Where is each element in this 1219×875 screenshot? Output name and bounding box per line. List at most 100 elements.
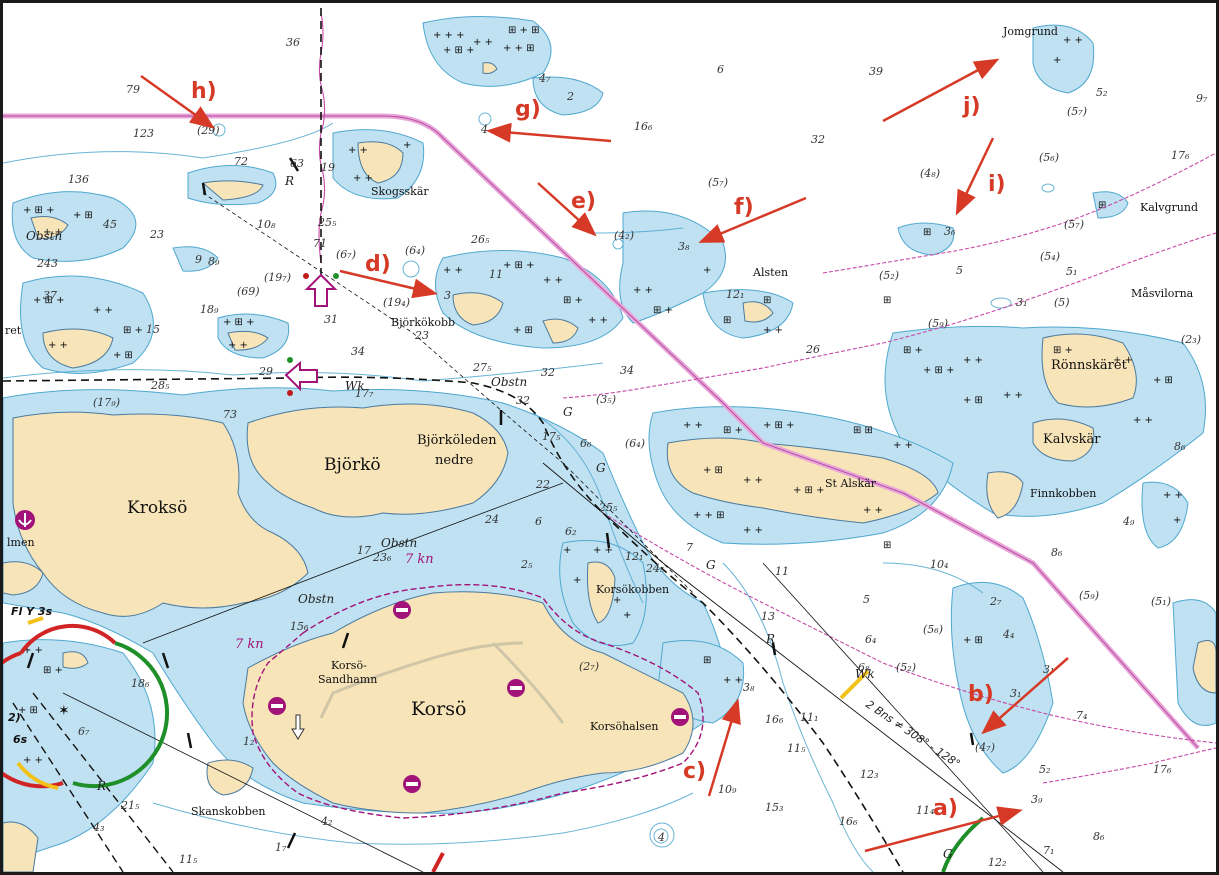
annotation-label-e: e) — [571, 189, 596, 214]
annotation-label-i: i) — [988, 172, 1006, 197]
depth-sounding: (5₆) — [1039, 151, 1059, 164]
buoy-g: G — [706, 558, 716, 572]
depth-sounding: (5₄) — [1040, 250, 1060, 263]
svg-text:+ ⊞ +: + ⊞ + — [763, 420, 795, 431]
contour-5 — [152, 792, 694, 845]
yellow-marker-1 — [839, 669, 870, 700]
depth-sounding: 7₁ — [1043, 844, 1054, 857]
svg-text:+ +: + + — [348, 145, 368, 156]
island-korso — [242, 591, 694, 814]
svg-text:+: + — [1173, 515, 1181, 526]
label-ret: ret — [5, 324, 22, 337]
svg-text:+ +: + + — [23, 755, 43, 766]
annotation-label-j: j) — [962, 94, 981, 119]
beacon-1 — [201, 182, 207, 196]
fairway-sw-2 — [32, 692, 174, 872]
wavy-ne-1 — [562, 232, 1216, 399]
beacon-9 — [286, 832, 297, 849]
svg-text:+ +: + + — [743, 475, 763, 486]
islet-nw-3 — [30, 216, 69, 239]
depth-sounding: 32 — [811, 133, 825, 146]
shallow-se-2 — [1141, 481, 1189, 549]
depth-sounding: 6₂ — [565, 525, 576, 538]
depth-sounding: 79 — [126, 83, 140, 96]
svg-text:⊞: ⊞ — [763, 295, 771, 306]
label-jomgrund: Jomgrund — [1002, 25, 1058, 38]
islet-nw-1 — [42, 328, 114, 369]
svg-text:+ ⊞: + ⊞ — [113, 350, 133, 361]
depth-sounding: (5₇) — [708, 176, 728, 189]
islet-nw-2 — [201, 180, 264, 201]
depth-sounding: 5₂ — [1096, 86, 1107, 99]
depth-sounding: 123 — [133, 127, 154, 140]
svg-text:⊞: ⊞ — [883, 540, 891, 551]
svg-text:+ +: + + — [633, 285, 653, 296]
svg-text:⊞ +: ⊞ + — [43, 665, 63, 676]
svg-text:+: + — [703, 265, 711, 276]
depth-sounding: (29) — [197, 124, 220, 137]
contour-1 — [3, 122, 334, 164]
annotation-label-c: c) — [683, 759, 706, 784]
depth-sounding: 5₁ — [1066, 265, 1077, 278]
depth-sounding: 1₂ — [243, 735, 254, 748]
depth-sounding: 136 — [68, 173, 89, 186]
svg-text:+ ⊞: + ⊞ — [18, 705, 38, 716]
depth-sounding: 10₈ — [257, 218, 276, 231]
korso-roads — [319, 641, 565, 724]
svg-text:+ +: + + — [48, 340, 68, 351]
shallow-i — [897, 222, 955, 256]
label-finnkobben: Finnkobben — [1030, 487, 1096, 500]
depth-sounding: 8₆ — [1093, 830, 1105, 843]
contour-ring-6 — [1041, 183, 1055, 193]
road-2 — [491, 641, 565, 724]
svg-text:+ +: + + — [473, 37, 493, 48]
label-alsten: Alsten — [752, 266, 788, 279]
buoy-g: G — [943, 847, 953, 861]
depth-sounding: 5 — [863, 593, 870, 606]
depth-sounding: 28₅ — [150, 379, 170, 392]
depth-sounding: 34 — [620, 364, 634, 377]
leading-line-2 — [542, 462, 1064, 872]
depth-sounding: 1₇ — [275, 841, 287, 854]
depth-sounding: 19 — [321, 161, 335, 174]
depth-sounding: 71 — [313, 237, 327, 250]
svg-text:+ +: + + — [863, 505, 883, 516]
annotation-arrow-b — [981, 657, 1069, 735]
label-skanskobben: Skanskobben — [191, 805, 265, 818]
contour-4 — [722, 562, 874, 872]
light-dots — [287, 273, 339, 396]
depth-sounding: 3₆ — [944, 225, 956, 238]
depth-sounding: (19₄) — [383, 296, 410, 309]
depth-sounding: 11 — [775, 565, 789, 578]
depth-sounding: 3₁ — [1016, 296, 1027, 309]
depth-sounding: 17₆ — [1171, 149, 1190, 162]
depth-sounding: 23₆ — [372, 551, 392, 564]
leading-light-arrows — [284, 273, 338, 392]
depth-sounding: 2₇ — [989, 595, 1002, 608]
depth-sounding: 25₅ — [317, 216, 337, 229]
contour-ring-1 — [402, 260, 420, 278]
depth-sounding: 13 — [761, 610, 775, 623]
label-krokso: Kroksö — [127, 498, 187, 518]
svg-text:+ ⊞ +: + ⊞ + — [503, 260, 535, 271]
shallow-se-1 — [950, 581, 1054, 774]
svg-text:+ ⊞ +: + ⊞ + — [23, 205, 55, 216]
beacon-6 — [341, 632, 350, 649]
depth-sounding: 18₉ — [200, 303, 219, 316]
svg-text:+ +: + + — [588, 315, 608, 326]
wreck-label: Wk — [345, 379, 365, 393]
shallow-jomgrund — [1032, 24, 1095, 94]
depth-sounding: 3₈ — [678, 240, 690, 253]
svg-text:+ +: + + — [893, 440, 913, 451]
svg-text:+ +: + + — [963, 355, 983, 366]
contour-ring-4b — [653, 828, 669, 844]
island-st-alskar — [666, 437, 939, 524]
label-bjorkoleden-1: Björköleden — [417, 433, 497, 448]
depth-sounding: (5) — [1054, 296, 1070, 309]
depth-sounding: 17 — [357, 544, 371, 557]
annotation-arrow-i — [955, 137, 995, 216]
label-bjorkoleden-2: nedre — [435, 453, 474, 468]
depth-contours — [3, 112, 1055, 872]
no-entry-icon — [403, 775, 421, 793]
beacon-8 — [186, 732, 193, 749]
